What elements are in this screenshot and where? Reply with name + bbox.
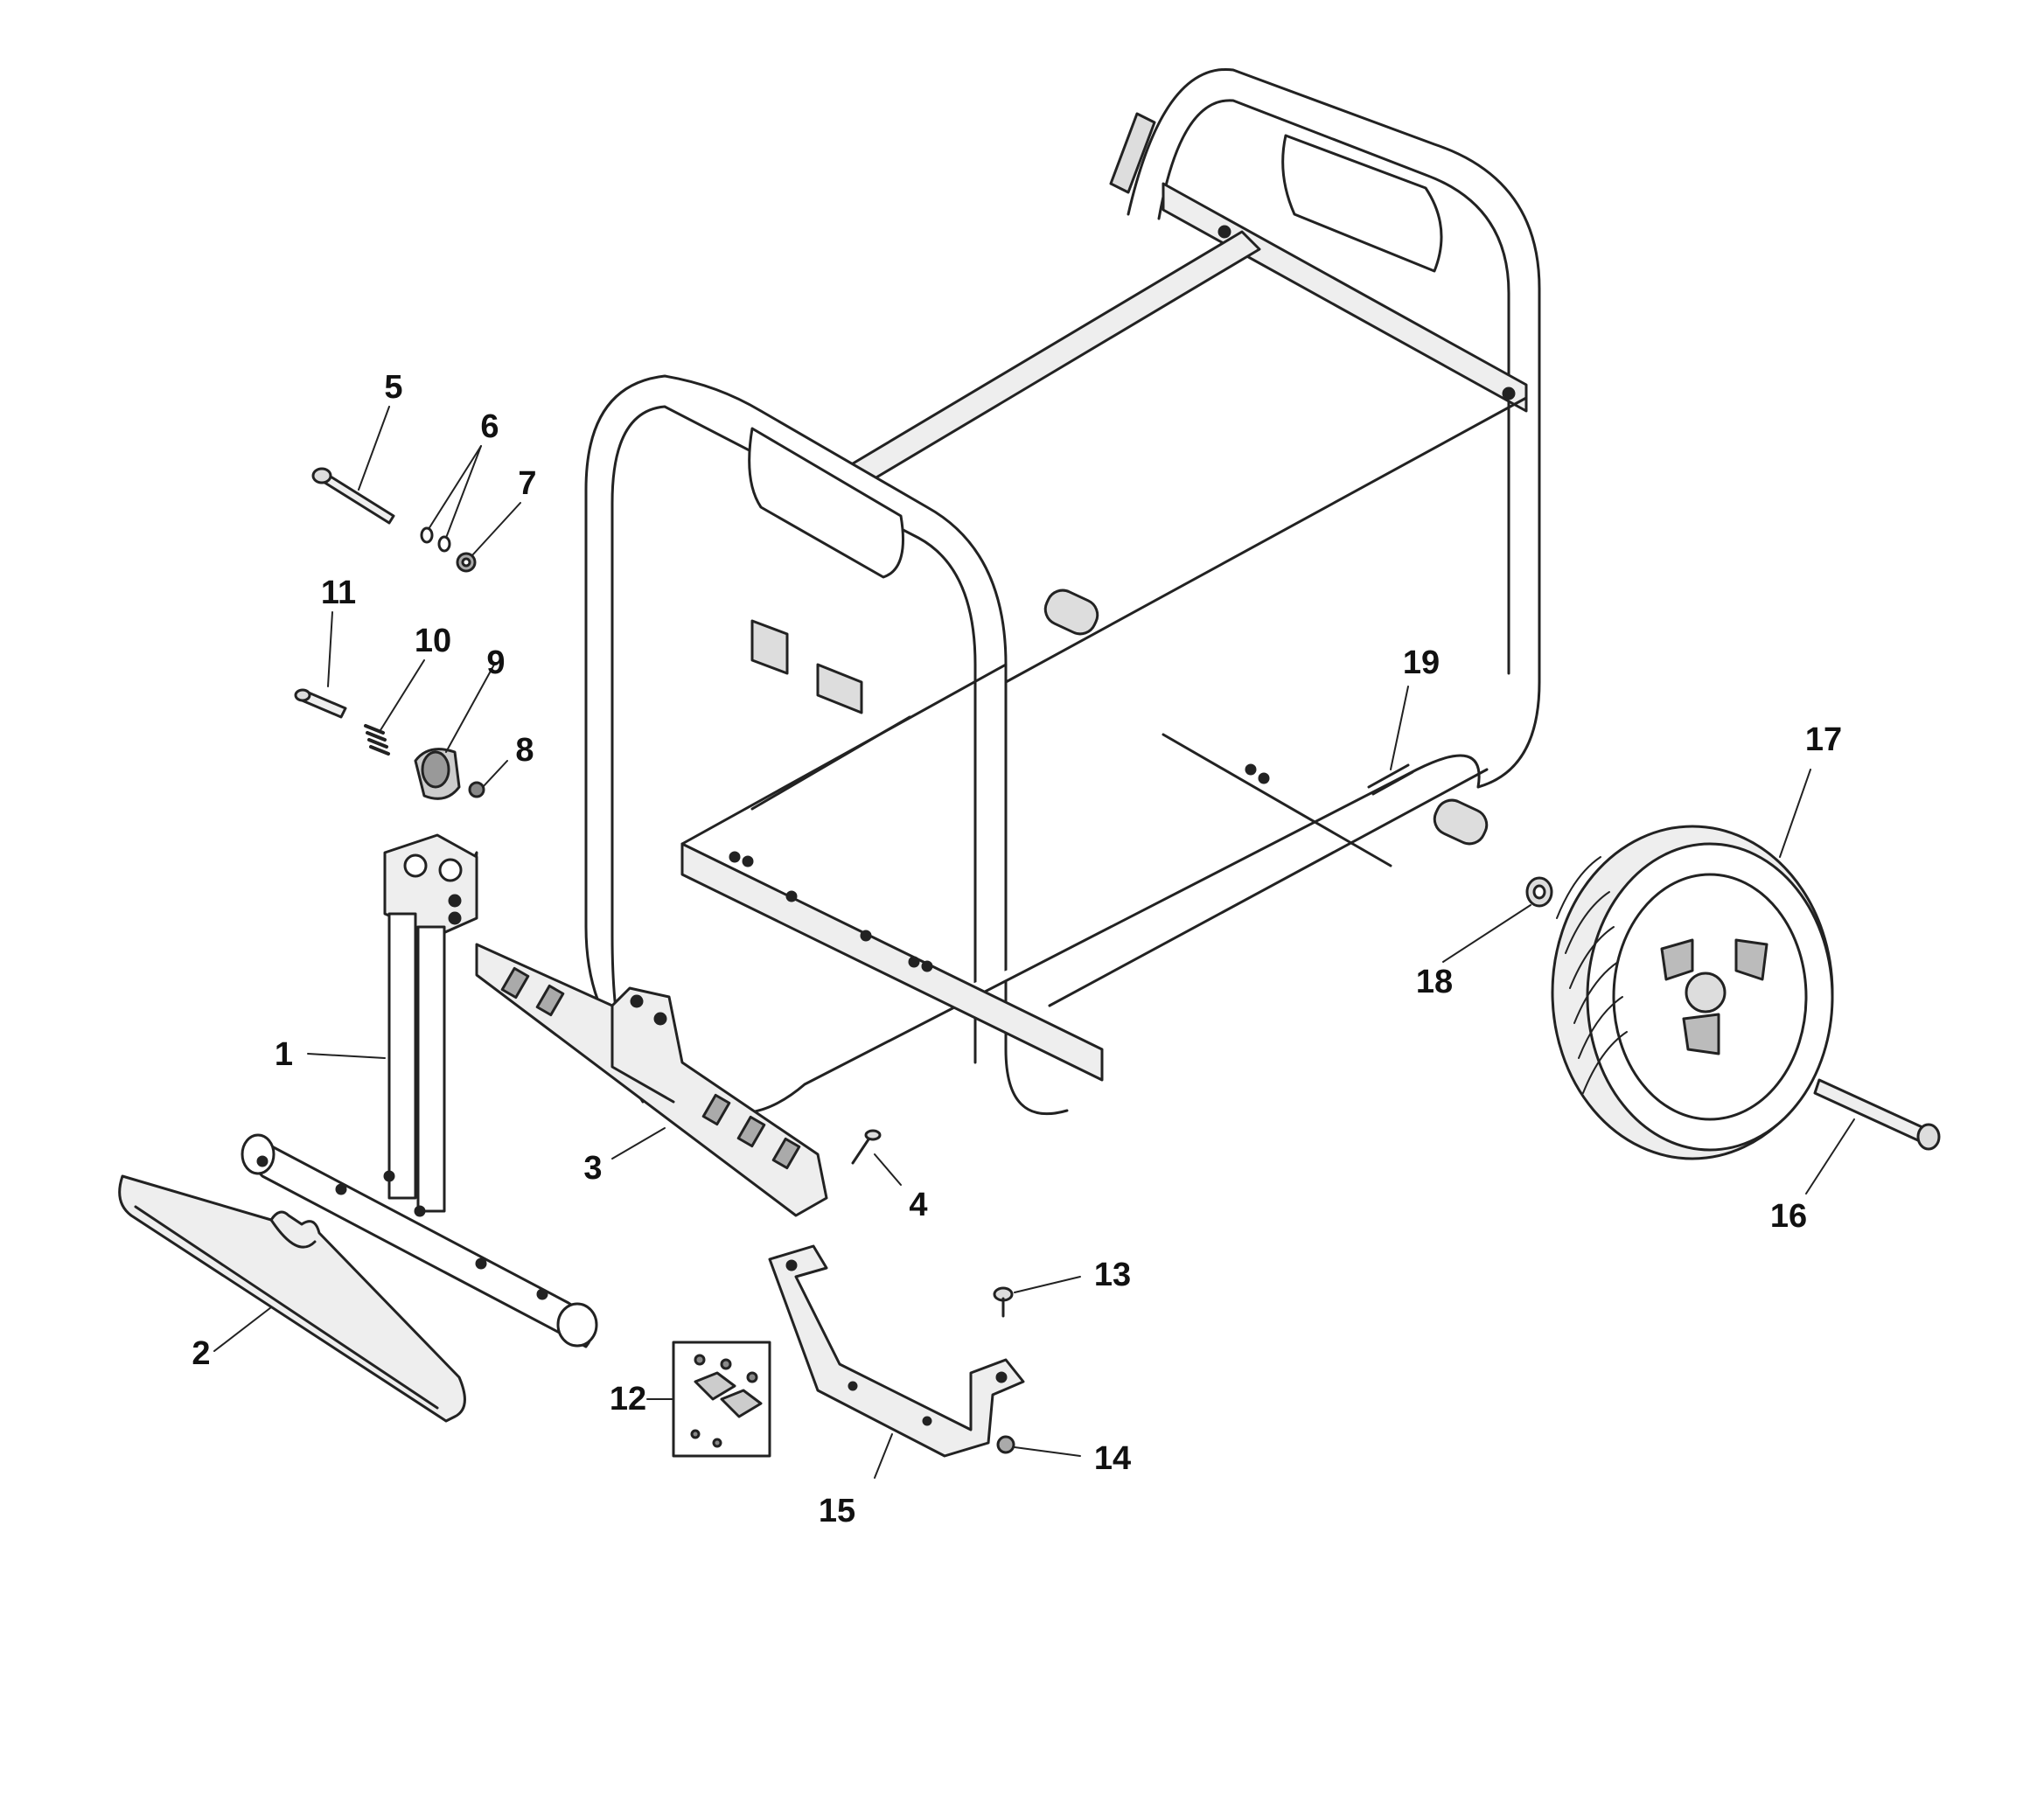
- part-1-handle-stand: [242, 835, 596, 1347]
- part-17-wheel: [1552, 826, 1832, 1159]
- callout-17: 17: [1805, 721, 1842, 758]
- callout-3: 3: [583, 1150, 602, 1187]
- part-10-spring: [366, 726, 388, 754]
- callout-4: 4: [909, 1187, 927, 1223]
- part-13-bolt: [994, 1288, 1012, 1316]
- callout-5: 5: [384, 369, 402, 406]
- callout-11: 11: [321, 575, 356, 611]
- callout-16: 16: [1770, 1198, 1807, 1235]
- part-12-feet-kit: [673, 1342, 770, 1456]
- part-5-pin: [313, 469, 394, 523]
- callout-12: 12: [610, 1381, 646, 1417]
- callout-6: 6: [480, 408, 499, 445]
- callout-13: 13: [1094, 1257, 1131, 1293]
- part-3-foot-bracket: [477, 944, 827, 1215]
- part-14-nut: [998, 1437, 1014, 1452]
- generator-frame: [586, 69, 1539, 1113]
- callout-15: 15: [819, 1493, 855, 1529]
- callout-10: 10: [415, 623, 451, 659]
- callout-9: 9: [486, 644, 505, 681]
- callout-7: 7: [518, 465, 536, 502]
- part-2-handle-grip: [120, 1176, 465, 1421]
- callout-labels: 1 2 3 4 5 6 7 8 9 10 11 12 13 14 15 16 1…: [192, 369, 1842, 1529]
- part-9-knob: [415, 749, 459, 799]
- callout-1: 1: [275, 1036, 293, 1073]
- part-7-nut: [457, 554, 475, 571]
- part-15-support-bracket: [770, 1246, 1023, 1456]
- part-19-cotter-pin: [1369, 765, 1413, 794]
- part-11-pin: [296, 690, 345, 717]
- part-8-screw: [470, 783, 484, 797]
- callout-8: 8: [515, 732, 534, 769]
- part-6-washers: [422, 528, 450, 551]
- leader-lines: [214, 407, 1854, 1478]
- callout-19: 19: [1403, 644, 1440, 681]
- callout-18: 18: [1416, 964, 1453, 1000]
- callout-2: 2: [192, 1335, 210, 1372]
- part-16-axle-bolt: [1815, 1080, 1939, 1149]
- callout-14: 14: [1094, 1440, 1131, 1477]
- part-4-bolt: [853, 1131, 880, 1163]
- part-18-washer: [1527, 878, 1552, 906]
